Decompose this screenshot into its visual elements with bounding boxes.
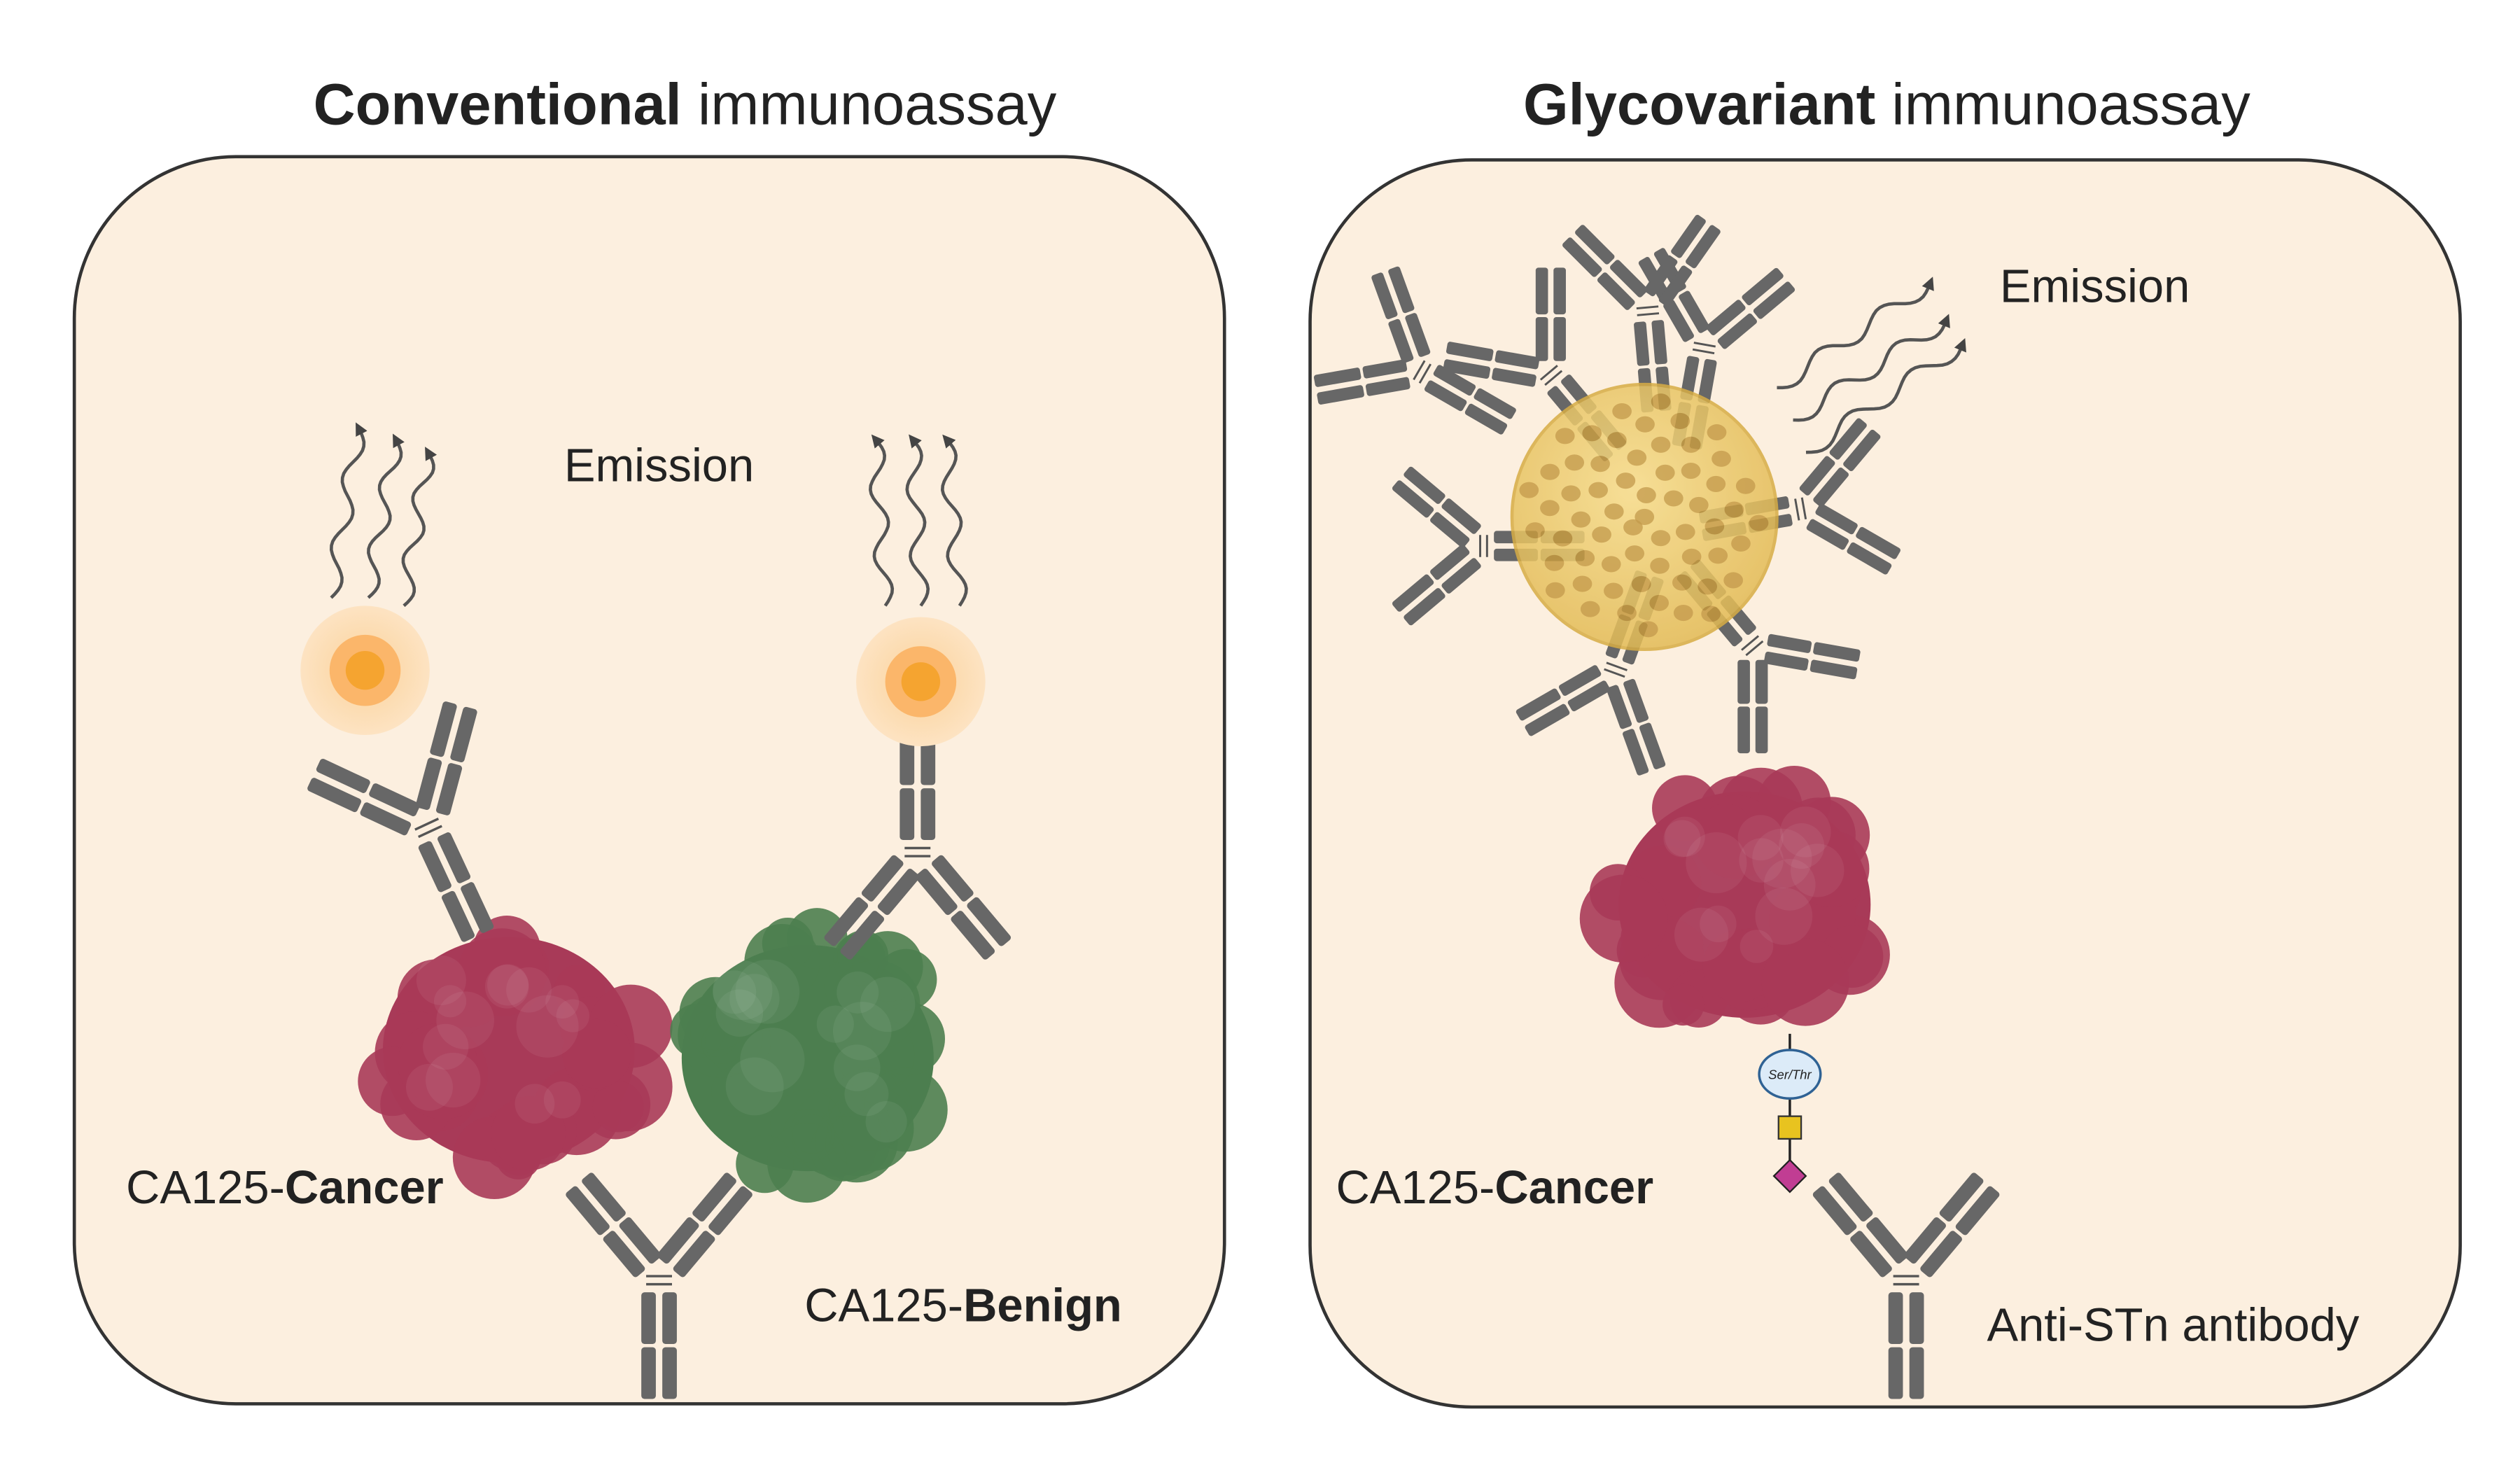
emission-wave: [329, 422, 368, 599]
detection-antibody: [307, 701, 494, 942]
panel-background: [72, 155, 1226, 1406]
glycovariant-panel: Glycovariant immunoassay Emission Ser/Th…: [1308, 72, 2462, 1409]
nanoparticle: [1510, 382, 1779, 651]
ca125-benign-protein: [670, 908, 948, 1203]
emission-wave: [401, 447, 438, 608]
emission-label: Emission: [2000, 260, 2190, 313]
ca125-cancer-label: CA125-Cancer: [126, 1161, 444, 1214]
fluorophore: [300, 606, 430, 735]
conventional-panel: Conventional immunoassay Emission CA125-…: [72, 72, 1226, 1406]
nanoparticle-antibody: [1313, 266, 1516, 435]
ca125-cancer-label: CA125-Cancer: [1336, 1161, 1653, 1214]
emission-wave: [905, 434, 930, 607]
anti-stn-antibody: [1812, 1172, 2000, 1399]
emission-wave: [1805, 337, 1966, 454]
panel-title: Glycovariant immunoassay: [1523, 72, 2250, 137]
anti-stn-antibody-label: Anti-STn antibody: [1987, 1298, 2359, 1351]
capture-antibody: [566, 1172, 752, 1399]
ca125-cancer-protein: [358, 916, 673, 1200]
emission-wave: [940, 434, 968, 607]
galnac-square: [1777, 1115, 1802, 1140]
ser-thr-residue: Ser/Thr: [1758, 1049, 1822, 1100]
panel-background: [1308, 158, 2462, 1409]
emission-wave: [1793, 314, 1950, 422]
emission-wave: [869, 434, 895, 607]
svg-text:Ser/Thr: Ser/Thr: [1768, 1068, 1812, 1082]
emission-label: Emission: [564, 440, 754, 492]
detection-antibody: [824, 733, 1011, 960]
fluorophore: [856, 617, 986, 747]
panel-title: Conventional immunoassay: [314, 72, 1057, 137]
sialic-acid-diamond: [1772, 1158, 1807, 1194]
emission-wave: [367, 433, 405, 599]
emission-wave: [1777, 276, 1934, 390]
ca125-cancer-protein: [1579, 765, 1890, 1028]
ca125-benign-label: CA125-Benign: [804, 1280, 1122, 1332]
